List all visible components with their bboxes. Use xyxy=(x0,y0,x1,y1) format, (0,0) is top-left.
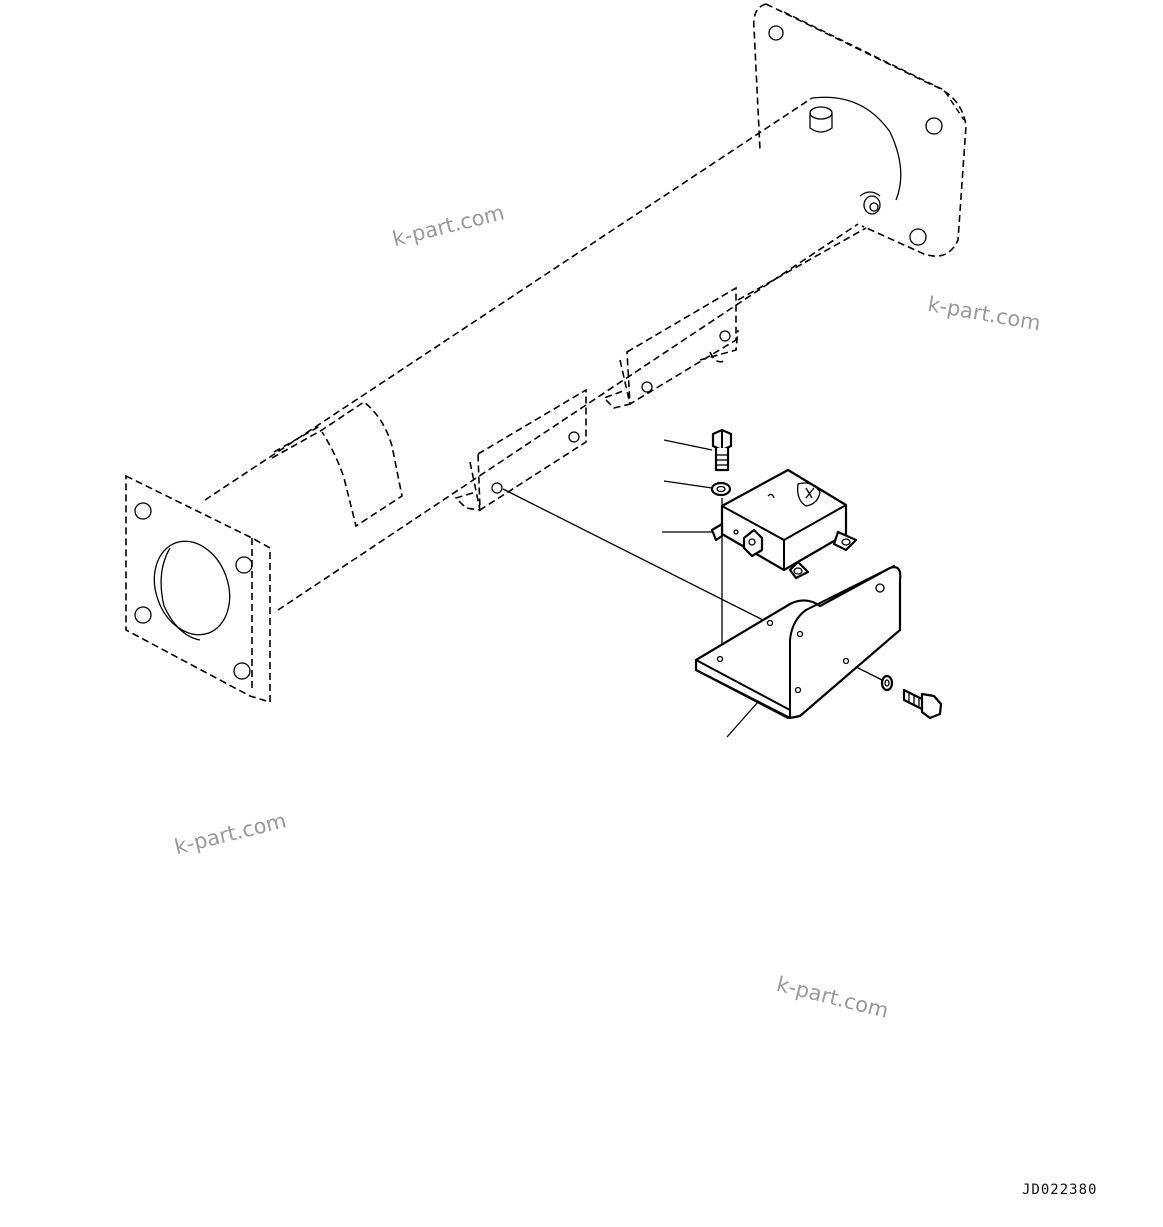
mounting-tab-right xyxy=(602,286,737,409)
hex-bolt-vertical xyxy=(711,428,733,472)
tube-guard-plate xyxy=(271,401,403,528)
electrical-box xyxy=(710,468,858,580)
rear-flange xyxy=(752,3,967,257)
front-flange xyxy=(125,474,271,704)
leader-lines xyxy=(662,439,759,738)
l-bracket xyxy=(694,565,902,720)
washer-vertical xyxy=(710,481,732,497)
washer-horizontal xyxy=(880,674,894,692)
hex-bolt-horizontal xyxy=(902,688,943,720)
drawing-code: JD022380 xyxy=(1022,1182,1098,1198)
mounting-tab-center xyxy=(454,388,587,512)
